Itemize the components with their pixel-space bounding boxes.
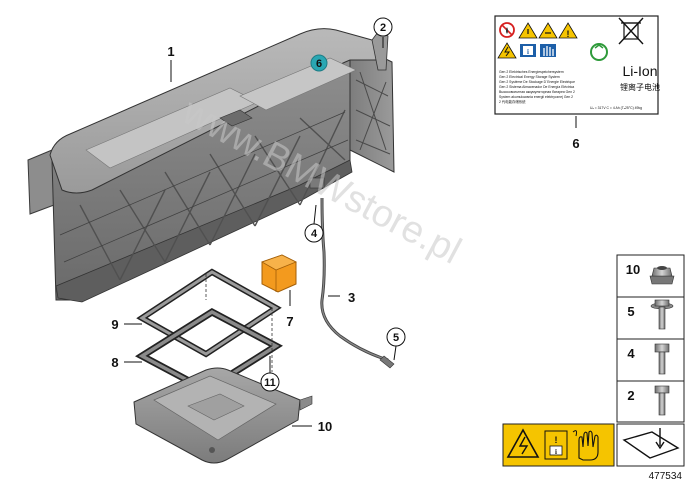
read-manual-icon: ! i: [544, 430, 568, 460]
callout-6: 6: [572, 136, 579, 151]
label-line: Gen 2 Elektrisches Energiespeichersystem: [499, 70, 564, 74]
callout-2: 2: [380, 22, 386, 34]
warning-label: ! i Li-Ion 锂离子电池 Gen 2 Elektrisches Ener: [494, 15, 660, 115]
callout-7: 7: [286, 314, 293, 329]
hex-bolt-icon: [654, 343, 670, 375]
diagram-reference-number: 477534: [649, 471, 683, 482]
protective-gloves-icon: [572, 430, 599, 461]
protective-gloves-icon: [540, 44, 556, 57]
callout-5: 5: [393, 332, 399, 344]
read-manual-icon: i: [520, 44, 536, 57]
fasteners-panel: 10 5 4 2: [616, 254, 685, 423]
fastener-number: 10: [626, 262, 640, 277]
explosion-warning-icon: [518, 22, 538, 39]
svg-text:!: !: [567, 29, 570, 39]
orange-bracket: [261, 254, 297, 293]
li-ion-text: Li-Ion: [622, 63, 657, 79]
svg-text:i: i: [555, 448, 557, 456]
label-spec: Uₙ = 317V C = 4 Ah (Tₐ25°C) 49kg: [590, 106, 642, 110]
label-position-badge: 6: [310, 54, 328, 72]
recycling-icon: [590, 43, 608, 61]
leader-lines: [124, 37, 577, 427]
label-line: 2 代电能存储系统: [499, 99, 526, 104]
fastener-number: 4: [627, 346, 635, 361]
caution-warning-icon: !: [558, 22, 578, 39]
assembly-guides: [205, 274, 273, 372]
label-line: System akumulowania energii elektrycznej…: [499, 95, 573, 99]
callout-4: 4: [311, 228, 318, 240]
callout-3: 3: [348, 290, 355, 305]
high-voltage-icon: [497, 42, 517, 59]
torx-bolt-icon: [654, 385, 670, 416]
no-fire-icon: [499, 22, 515, 38]
label-line: Gen 2 Sistema Almacenador De Energía Elé…: [499, 85, 574, 89]
high-voltage-icon: [506, 428, 540, 458]
svg-text:!: !: [555, 435, 558, 445]
battery-housing: [27, 28, 395, 303]
callout-1: 1: [167, 44, 174, 59]
label-line: Gen 2 Electrical Energy Storage System: [499, 75, 560, 79]
badge-number: 6: [316, 58, 322, 70]
gasket-upper: [136, 268, 282, 358]
no-trash-bin-icon: [618, 17, 644, 45]
callout-9: 9: [111, 317, 118, 332]
ground-cable: [320, 197, 395, 369]
fastener-number: 2: [627, 388, 634, 403]
corrosive-warning-icon: [538, 22, 558, 39]
svg-text:i: i: [527, 48, 529, 56]
li-ion-chinese-text: 锂离子电池: [620, 82, 660, 92]
label-line: Gen 2 Système De Stockage D`Energie Elec…: [499, 80, 575, 84]
hex-bolt-washer-icon: [650, 299, 674, 330]
callout-8: 8: [111, 355, 118, 370]
callout-10: 10: [318, 419, 332, 434]
callout-labels: 1 2 3 4 5 6 7 8 9 10 11: [111, 17, 580, 434]
underbody-protection: [133, 367, 313, 464]
view-direction-icon: [616, 423, 685, 467]
label-line: Высоковольтная аккумуляторная батарея Ge…: [499, 90, 575, 94]
flange-nut-icon: [649, 266, 675, 285]
fastener-number: 5: [627, 304, 634, 319]
callout-11: 11: [264, 377, 276, 389]
gasket-lower: [135, 307, 283, 395]
hv-warning-sticker: ! i: [502, 423, 615, 467]
